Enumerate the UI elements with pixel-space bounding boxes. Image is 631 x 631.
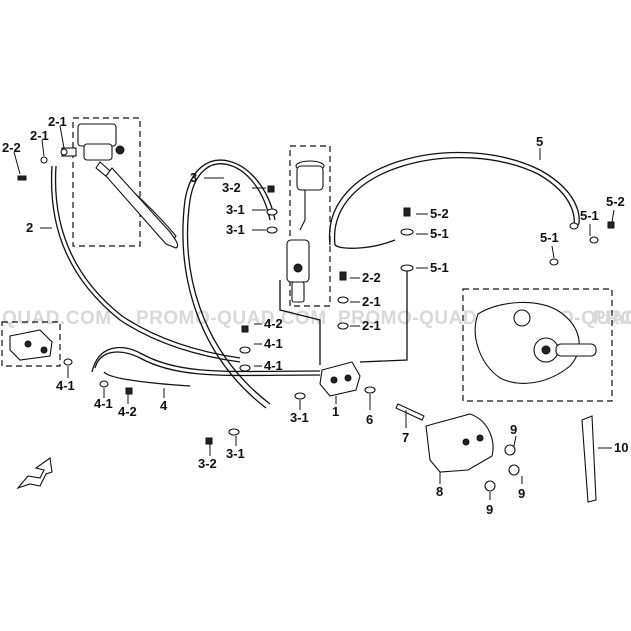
callout-9: 9 (510, 422, 517, 437)
caliper-bracket (425, 413, 494, 473)
callout-3: 3 (190, 170, 197, 185)
callout-5-1: 5-1 (580, 208, 599, 223)
callout-2-1: 2-1 (362, 318, 381, 333)
callout-4-2: 4-2 (118, 404, 137, 419)
callout-4-1: 4-1 (264, 358, 283, 373)
callout-5-2: 5-2 (606, 194, 625, 209)
cable-tie (581, 415, 597, 503)
callout-4-2: 4-2 (264, 316, 283, 331)
front-brake-lever (105, 167, 179, 249)
callout-9: 9 (518, 486, 525, 501)
callout-3-1: 3-1 (226, 222, 245, 237)
callout-3-1: 3-1 (226, 202, 245, 217)
callout-6: 6 (366, 412, 373, 427)
brake-junction-block (319, 361, 361, 397)
callout-5-1: 5-1 (430, 260, 449, 275)
callout-8: 8 (436, 484, 443, 499)
master-cylinder-frame (72, 117, 141, 247)
rear-master-cylinder (286, 239, 310, 303)
callout-2-1: 2-1 (48, 114, 67, 129)
watermark-text: PROMO-QUAD.COM (136, 308, 327, 329)
leader-lines (13, 125, 615, 500)
brake-hoses (50, 151, 580, 409)
callout-4-1: 4-1 (94, 396, 113, 411)
callout-10: 10 (614, 440, 628, 455)
forward-arrow-icon (16, 457, 53, 490)
watermark-text: PRO (593, 308, 631, 329)
callout-5: 5 (536, 134, 543, 149)
callout-2-2: 2-2 (362, 270, 381, 285)
callout-4: 4 (160, 398, 168, 413)
callout-3-2: 3-2 (198, 456, 217, 471)
callout-5-1: 5-1 (430, 226, 449, 241)
callout-9: 9 (486, 502, 493, 517)
brake-distributor (9, 329, 53, 361)
callout-5-1: 5-1 (540, 230, 559, 245)
callout-7: 7 (402, 430, 409, 445)
distributor-frame (1, 321, 61, 367)
callout-2-2: 2-2 (2, 140, 21, 155)
callout-3-1: 3-1 (226, 446, 245, 461)
brake-fluid-reservoir (295, 160, 325, 231)
callout-2-1: 2-1 (362, 294, 381, 309)
watermark-text: QUAD.COM (2, 308, 112, 329)
callout-5-2: 5-2 (430, 206, 449, 221)
callout-2-1: 2-1 (30, 128, 49, 143)
small-hardware (17, 148, 615, 492)
callout-labels: 2-2 2-1 2-1 2 3 3-2 3-1 3-1 5 5-2 5-1 5-… (2, 114, 628, 517)
callout-1: 1 (332, 404, 339, 419)
callout-3-1: 3-1 (290, 410, 309, 425)
caliper-frame (462, 288, 613, 402)
rear-brake-caliper (474, 301, 597, 384)
callout-4-1: 4-1 (56, 378, 75, 393)
callout-4-1: 4-1 (264, 336, 283, 351)
callout-2: 2 (26, 220, 33, 235)
callout-3-2: 3-2 (222, 180, 241, 195)
